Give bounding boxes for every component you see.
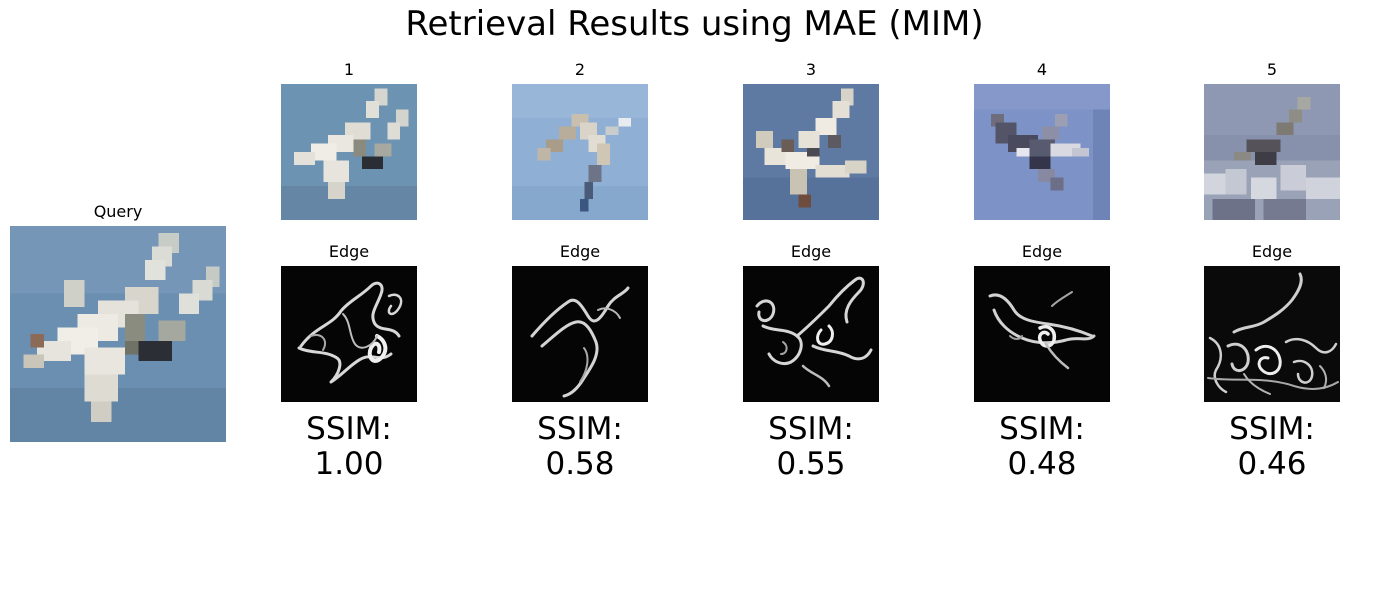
ssim-value: 0.48 (1007, 446, 1077, 482)
ssim-label: SSIM: (306, 411, 392, 447)
ssim-value: 0.46 (1237, 446, 1307, 482)
edge-map-2 (512, 266, 648, 402)
ssim-score-2: SSIM: 0.58 (490, 412, 670, 482)
edge-map-1 (281, 266, 417, 402)
retrieved-image-4 (974, 84, 1110, 220)
retrieved-image-3 (743, 84, 879, 220)
ssim-value: 0.55 (776, 446, 846, 482)
rank-label-4: 4 (1036, 60, 1048, 79)
edge-label-5: Edge (1251, 242, 1293, 261)
retrieved-image-5 (1204, 84, 1340, 220)
edge-map-4 (974, 266, 1110, 402)
edge-map-5 (1204, 266, 1340, 402)
ssim-label: SSIM: (768, 411, 854, 447)
edge-label-3: Edge (790, 242, 832, 261)
query-image (10, 226, 226, 442)
rank-label-1: 1 (343, 60, 355, 79)
retrieved-image-1 (281, 84, 417, 220)
edge-label-1: Edge (328, 242, 370, 261)
edge-map-3 (743, 266, 879, 402)
ssim-label: SSIM: (999, 411, 1085, 447)
ssim-value: 1.00 (314, 446, 384, 482)
ssim-score-3: SSIM: 0.55 (721, 412, 901, 482)
ssim-label: SSIM: (537, 411, 623, 447)
retrieved-image-2 (512, 84, 648, 220)
ssim-score-5: SSIM: 0.46 (1182, 412, 1362, 482)
ssim-value: 0.58 (545, 446, 615, 482)
figure-title: Retrieval Results using MAE (MIM) (405, 4, 984, 44)
rank-label-3: 3 (805, 60, 817, 79)
rank-label-2: 2 (574, 60, 586, 79)
ssim-score-1: SSIM: 1.00 (259, 412, 439, 482)
edge-label-2: Edge (559, 242, 601, 261)
ssim-score-4: SSIM: 0.48 (952, 412, 1132, 482)
edge-label-4: Edge (1021, 242, 1063, 261)
query-label: Query (93, 202, 143, 221)
rank-label-5: 5 (1266, 60, 1278, 79)
ssim-label: SSIM: (1229, 411, 1315, 447)
